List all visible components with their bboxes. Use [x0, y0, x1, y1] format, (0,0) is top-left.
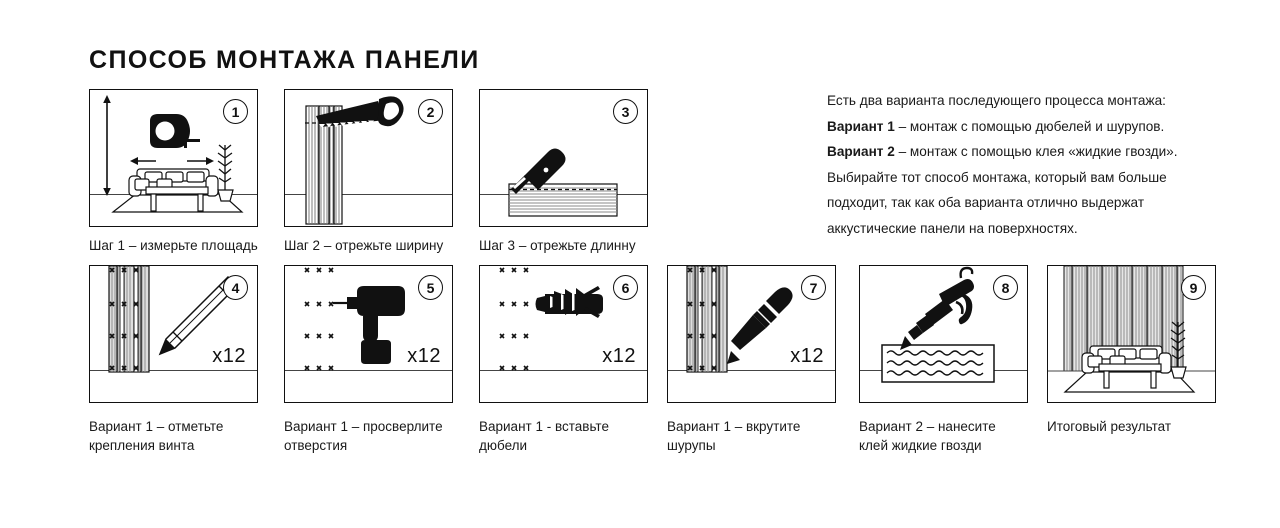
option-2-line: Вариант 2 – монтаж с помощью клея «жидки… — [827, 139, 1247, 165]
step-badge-4: 4 — [223, 275, 248, 300]
room-measure-icon — [103, 95, 244, 213]
screwdriver-icon — [686, 266, 793, 373]
step-badge-7: 7 — [801, 275, 826, 300]
step-caption-5: Вариант 1 – просверлите отверстия — [284, 419, 443, 453]
floor-line — [668, 370, 835, 371]
option-2-text: – монтаж с помощью клея «жидкие гвозди». — [894, 144, 1178, 159]
step-caption-3: Шаг 3 – отрежьте длинну — [479, 238, 636, 253]
option-1-label: Вариант 1 — [827, 118, 895, 134]
option-1-line: Вариант 1 – монтаж с помощью дюбелей и ш… — [827, 114, 1247, 140]
step-panel-5: x12 5 — [284, 265, 453, 403]
quantity-label-6: x12 — [602, 345, 636, 367]
step-panel-4: x12 4 — [89, 265, 258, 403]
step-badge-2: 2 — [418, 99, 443, 124]
caulking-gun-icon — [881, 266, 995, 383]
step-panel-3: 3 — [479, 89, 648, 227]
step-badge-6: 6 — [613, 275, 638, 300]
installation-options-text: Есть два варианта последующего процесса … — [827, 88, 1247, 241]
finished-room-icon — [1048, 266, 1215, 393]
step-badge-9: 9 — [1181, 275, 1206, 300]
page-title: СПОСОБ МОНТАЖА ПАНЕЛИ — [89, 46, 480, 74]
step-panel-7: x12 7 — [667, 265, 836, 403]
floor-line — [90, 370, 257, 371]
options-intro: Есть два варианта последующего процесса … — [827, 93, 1166, 108]
utility-knife-icon — [508, 148, 618, 217]
pencil-icon — [108, 266, 239, 373]
step-caption-4: Вариант 1 – отметьте крепления винта — [89, 419, 224, 453]
floor-line — [285, 370, 452, 371]
option-2-label: Вариант 2 — [827, 144, 895, 159]
step-caption-1: Шаг 1 – измерьте площадь — [89, 238, 258, 253]
step-panel-9: 9 — [1047, 265, 1216, 403]
step-panel-2: 2 — [284, 89, 453, 227]
quantity-label-5: x12 — [407, 345, 441, 367]
step-badge-5: 5 — [418, 275, 443, 300]
options-body-line-3: аккустические панели на поверхностях. — [827, 220, 1078, 236]
options-body-line-2: подходит, так как оба варианта отлично в… — [827, 195, 1145, 210]
step-caption-6: Вариант 1 - вставьте дюбели — [479, 419, 609, 453]
step-panel-6: x12 6 — [479, 265, 648, 403]
drill-icon — [304, 267, 405, 371]
option-1-text: – монтаж с помощью дюбелей и шурупов. — [894, 118, 1165, 134]
step-panel-8: 8 — [859, 265, 1028, 403]
options-body-line-1: Выбирайте тот способ монтажа, который ва… — [827, 169, 1167, 185]
step-caption-7: Вариант 1 – вкрутите шурупы — [667, 419, 801, 453]
step-badge-1: 1 — [223, 99, 248, 124]
quantity-label-7: x12 — [790, 345, 824, 367]
step-badge-3: 3 — [613, 99, 638, 124]
step-panel-1: 1 — [89, 89, 258, 227]
step-caption-9: Итоговый результат — [1047, 419, 1172, 434]
step-caption-8: Вариант 2 – нанесите клей жидкие гвозди — [859, 419, 996, 453]
step-caption-2: Шаг 2 – отрежьте ширину — [284, 238, 444, 253]
step-badge-8: 8 — [993, 275, 1018, 300]
handsaw-icon — [305, 96, 404, 225]
floor-line — [480, 370, 647, 371]
floor-line — [285, 194, 452, 195]
wall-plug-icon — [499, 267, 603, 371]
quantity-label-4: x12 — [212, 345, 246, 367]
